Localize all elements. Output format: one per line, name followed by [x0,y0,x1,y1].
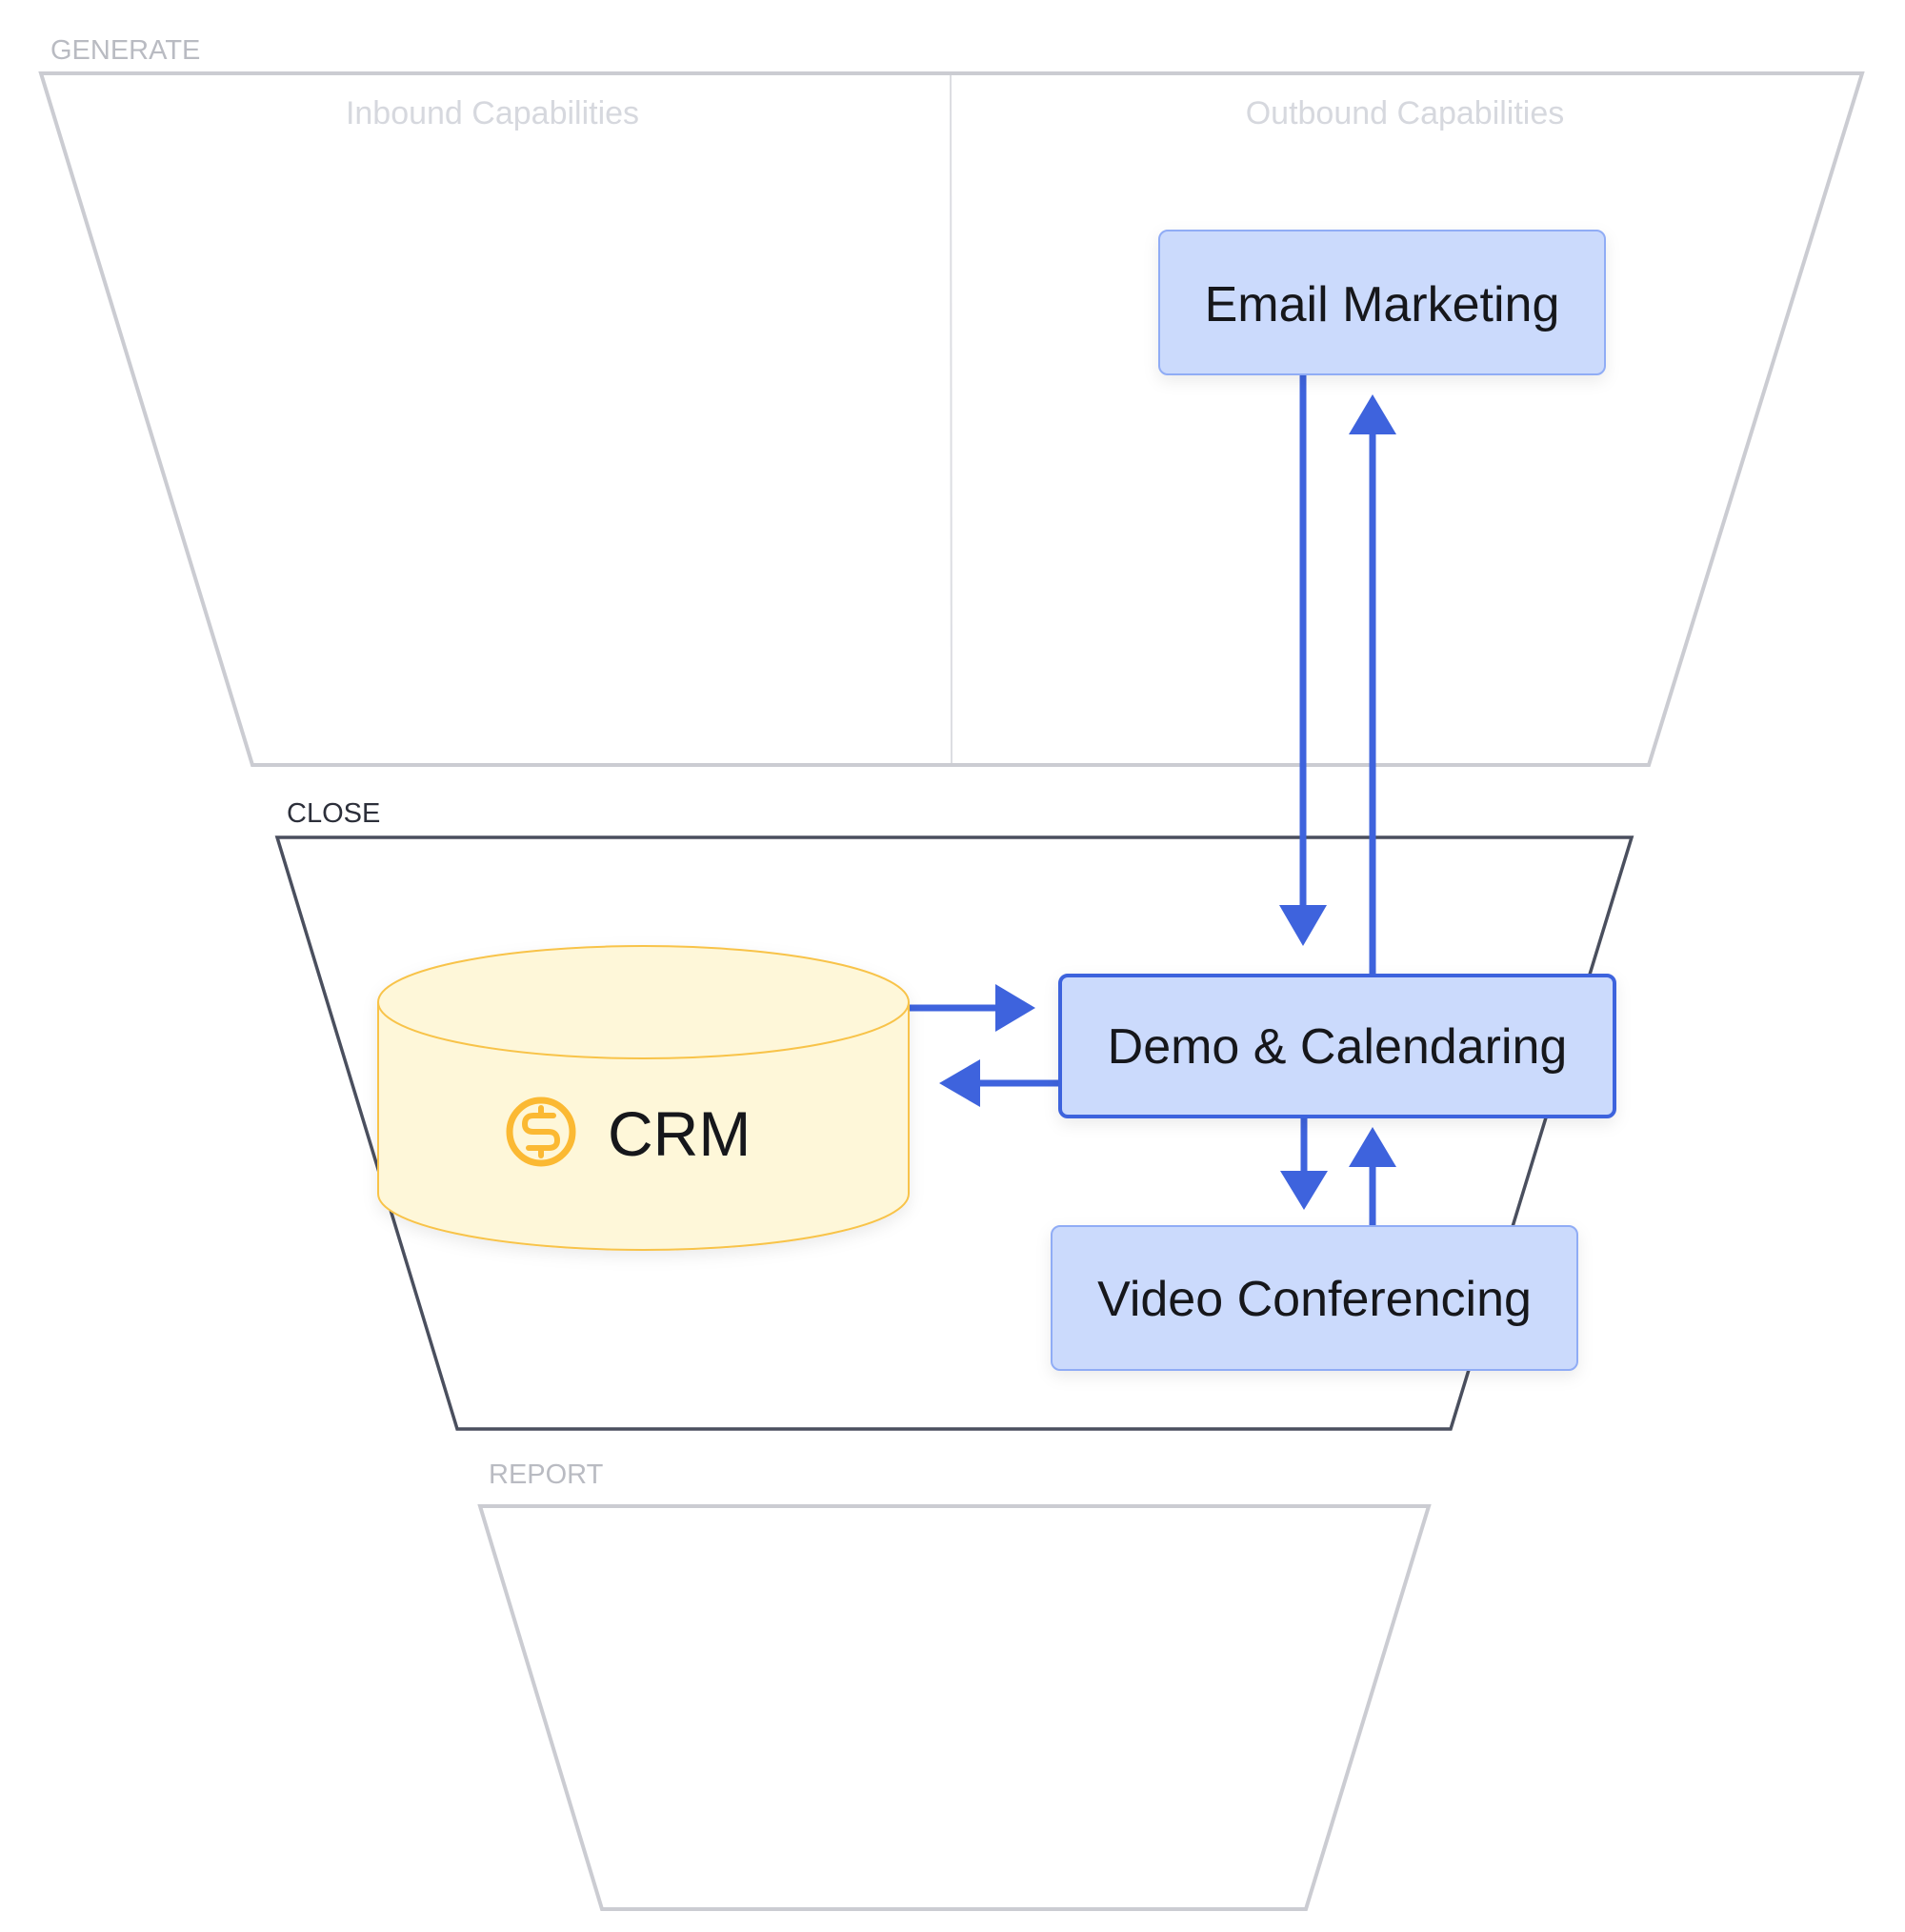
arrow-video-to-demo[interactable] [1349,1127,1396,1226]
connectors [909,374,1396,1226]
crm-cylinder-top [377,945,910,1059]
node-label-crm: CRM [608,1098,751,1169]
node-crm[interactable] [377,945,910,1251]
node-demo-calendaring[interactable] [1058,974,1616,1118]
arrow-demo-to-video[interactable] [1280,1117,1328,1210]
stage-generate[interactable]: GENERATE Inbound Capabilities Outbound C… [38,35,1865,767]
node-label-video-conferencing: Video Conferencing [1097,1272,1532,1327]
stage-label-close: CLOSE [287,798,380,829]
arrow-crm-to-demo[interactable] [909,984,1035,1032]
column-label-outbound: Outbound Capabilities [1246,95,1565,131]
stage-report[interactable]: REPORT [477,1459,1432,1911]
arrow-demo-to-email[interactable] [1349,394,1396,975]
node-email-marketing[interactable] [1158,230,1606,375]
node-label-email-marketing: Email Marketing [1205,277,1560,332]
column-divider [950,74,952,764]
stage-report-outline [477,1504,1432,1911]
column-label-inbound: Inbound Capabilities [346,95,639,131]
stage-label-generate: GENERATE [50,35,200,66]
arrow-demo-to-crm[interactable] [939,1059,1060,1107]
stage-label-report: REPORT [489,1459,604,1490]
arrow-email-to-demo[interactable] [1279,374,1327,946]
node-video-conferencing[interactable] [1051,1225,1578,1371]
node-label-demo-calendaring: Demo & Calendaring [1108,1019,1568,1075]
dollar-coin-icon [506,1097,576,1167]
